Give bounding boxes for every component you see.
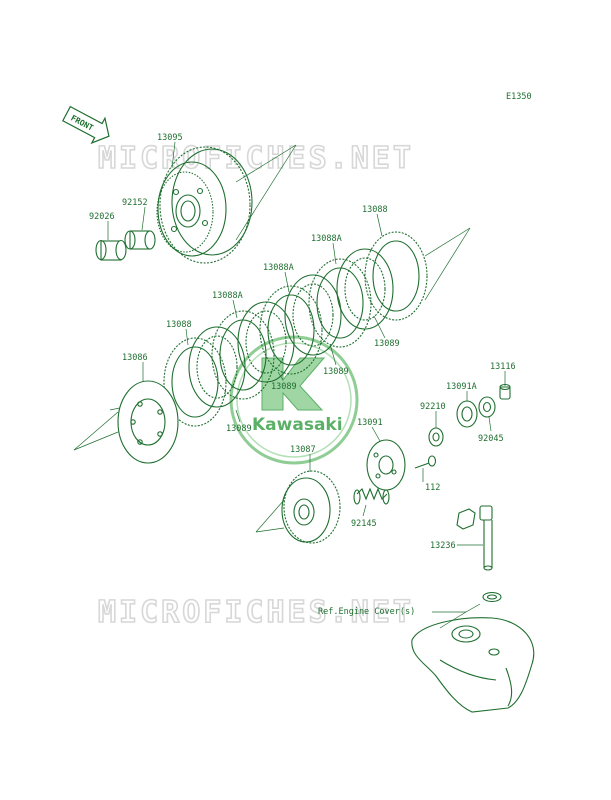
part-label-13088A-3: 13088A [212, 291, 243, 301]
part-label-112: 112 [425, 483, 440, 493]
bolt-112 [414, 455, 437, 482]
diagram-code: E1350 [506, 92, 532, 102]
lifter-plate [366, 439, 406, 491]
part-label-92210: 92210 [420, 402, 446, 412]
spacer-92026 [95, 239, 127, 261]
front-arrow-icon: FRONT [62, 105, 110, 145]
part-label-13088-left: 13088 [166, 320, 192, 330]
part-label-13089-2: 13089 [323, 367, 349, 377]
part-label-92145: 92145 [351, 519, 377, 529]
clutch-plate-stack [109, 227, 471, 427]
pressure-plate [73, 380, 179, 464]
part-label-13089-1: 13089 [374, 339, 400, 349]
part-label-13091A: 13091A [446, 382, 477, 392]
engine-cover [411, 603, 535, 713]
watermark-bottom: MICROFICHES.NET [98, 595, 414, 630]
part-label-13086: 13086 [122, 353, 148, 363]
part-label-13089-3: 13089 [271, 382, 297, 392]
oil-seal [482, 591, 502, 603]
leader-lines [107, 141, 506, 517]
part-label-13088A-1: 13088A [311, 234, 342, 244]
rod-13116 [499, 383, 511, 400]
part-labels: 13095 92152 92026 13088 13088A 13088A 13… [89, 133, 516, 617]
clutch-spring [353, 487, 390, 505]
clutch-housing [156, 144, 297, 264]
part-label-13095: 13095 [157, 133, 183, 143]
sleeve-92152 [124, 230, 156, 250]
part-label-92026: 92026 [89, 212, 115, 222]
bearing-13091A [456, 400, 478, 428]
part-label-13088-top: 13088 [362, 205, 388, 215]
ref-engine-cover-label: Ref.Engine Cover(s) [318, 607, 415, 617]
part-label-13087: 13087 [290, 445, 316, 455]
nut-92210 [428, 427, 444, 447]
watermark-top: MICROFICHES.NET [98, 141, 414, 176]
part-label-92152: 92152 [122, 198, 148, 208]
part-label-13091: 13091 [357, 418, 383, 428]
lifter-shaft [456, 505, 493, 571]
part-label-13088A-2: 13088A [263, 263, 294, 273]
kawasaki-logo-text: Kawasaki [252, 415, 343, 435]
part-label-92045: 92045 [478, 434, 504, 444]
clutch-hub [255, 470, 341, 544]
part-label-13116: 13116 [490, 362, 516, 372]
part-label-13236: 13236 [430, 541, 456, 551]
part-label-13089-4: 13089 [226, 424, 252, 434]
washer-92045 [478, 396, 496, 418]
